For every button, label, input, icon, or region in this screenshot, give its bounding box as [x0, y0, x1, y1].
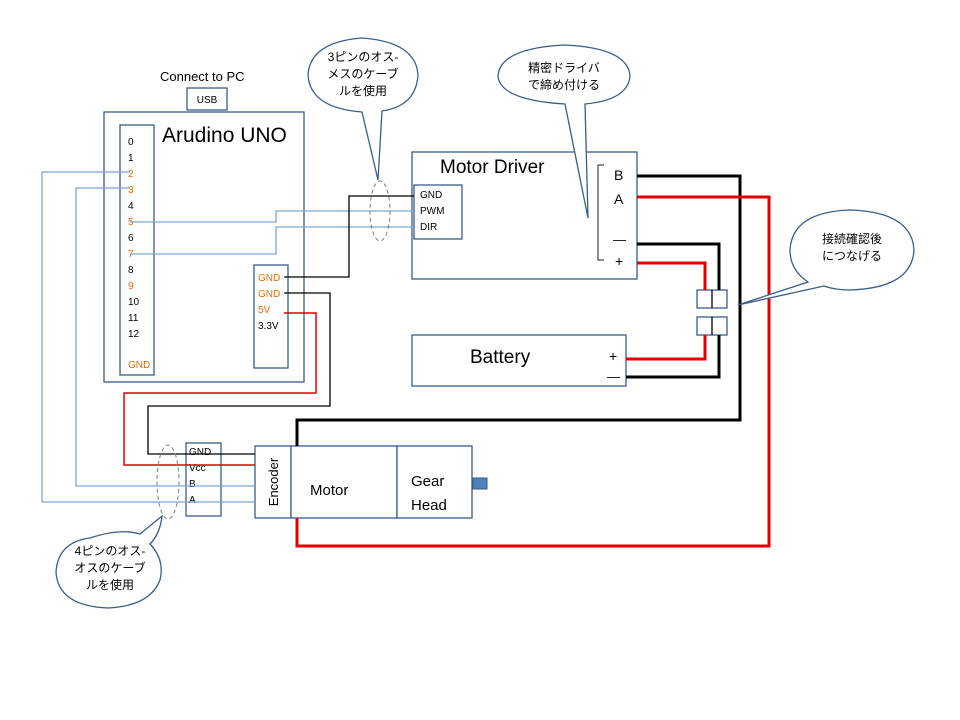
callout-cable3-line1: 3ピンのオス- — [328, 50, 399, 64]
wire-pin7-to-dir — [130, 226, 414, 255]
callout-cable3-line2: メスのケーブ — [327, 66, 398, 81]
wire-pin2-to-encA — [41, 171, 255, 503]
callout-screwdriver — [497, 44, 631, 219]
driver-out-b: B — [614, 167, 623, 183]
callout-connect-after — [737, 209, 915, 306]
gear-label-line2: Head — [411, 497, 447, 514]
motor-label: Motor — [310, 482, 348, 499]
wire-driver-minus — [637, 242, 721, 290]
enc-pin-a: A — [189, 495, 196, 506]
gear-head-block — [396, 445, 473, 519]
wire-pin5-to-pwm — [130, 210, 414, 223]
wire-pin3-to-encB — [75, 187, 255, 487]
callout-screwdriver-line1: 精密ドライバ — [528, 60, 600, 75]
driver-input-pwm: PWM — [420, 206, 444, 217]
encoder-connector — [185, 442, 222, 517]
driver-out-a: A — [614, 191, 624, 207]
wire-driverA-to-motor — [295, 195, 771, 548]
driver-input-terminal — [413, 184, 463, 240]
power-pin-header — [253, 264, 289, 369]
callout-cable4-line1: 4ピンのオス- — [75, 544, 146, 558]
wire-driver-plus — [637, 261, 707, 290]
cable4-ellipse — [156, 444, 180, 520]
callout-cable3-line3: ルを使用 — [339, 83, 387, 98]
power-pin-3-3v-3: 3.3V — [258, 321, 279, 332]
wire-driverB-to-motor — [295, 174, 742, 446]
battery-title: Battery — [470, 347, 531, 368]
digital-pin-8: 8 — [128, 265, 134, 276]
callout-connect-after-line2: につなげる — [822, 249, 882, 263]
driver-input-dir: DIR — [420, 222, 437, 233]
wire-battery-plus — [626, 335, 707, 361]
callout-connect-after-line1: 接続確認後 — [822, 231, 882, 246]
driver-input-gnd: GND — [420, 190, 442, 201]
battery-plus: + — [609, 348, 617, 364]
usb-label: USB — [197, 95, 218, 106]
enc-pin-vcc: Vcc — [189, 463, 206, 474]
encoder-label: Encoder — [266, 457, 281, 506]
enc-pin-b: B — [189, 479, 196, 490]
digital-pin-header — [119, 124, 155, 376]
digital-pin-6: 6 — [128, 233, 134, 244]
digital-pin-2: 2 — [128, 169, 134, 180]
callout-cable4-line2: オスのケーブ — [74, 560, 145, 575]
driver-out-plus: + — [615, 253, 623, 269]
encoder-block — [254, 445, 292, 519]
digital-pin-12: 12 — [128, 329, 140, 340]
gear-label-line1: Gear — [411, 473, 444, 490]
arduino-title: Arudino UNO — [162, 124, 287, 147]
callout-cable4 — [55, 514, 163, 609]
motor-driver-title: Motor Driver — [440, 157, 545, 178]
output-shaft — [472, 477, 488, 490]
wire-gnd-to-driver — [284, 195, 414, 278]
power-pin-5v-2: 5V — [258, 305, 271, 316]
wire-5v-to-vcc — [123, 312, 317, 466]
connect-to-pc-label: Connect to PC — [160, 69, 245, 84]
usb-port — [186, 87, 228, 111]
driver-output-bracket — [597, 164, 604, 261]
power-pin-gnd-1: GND — [258, 289, 280, 300]
digital-pin-9: 9 — [128, 281, 134, 292]
enc-pin-gnd: GND — [189, 447, 211, 458]
digital-pin-4: 4 — [128, 201, 134, 212]
cable3-ellipse — [369, 180, 391, 242]
digital-pin-0: 0 — [128, 137, 134, 148]
callout-cable3 — [307, 37, 419, 181]
callout-screwdriver-line2: で締め付ける — [528, 77, 600, 92]
driver-out-minus: — — [613, 232, 626, 247]
power-pin-gnd-0: GND — [258, 273, 280, 284]
wire-gnd-to-encoder — [147, 292, 331, 455]
battery-minus: — — [607, 369, 620, 384]
digital-pin-1: 1 — [128, 153, 134, 164]
digital-pin-3: 3 — [128, 185, 134, 196]
power-pin-labels: GND GND 5V 3.3V — [258, 273, 280, 332]
digital-pin-10: 10 — [128, 297, 140, 308]
wire-battery-minus — [626, 335, 721, 379]
digital-gnd-label: GND — [128, 360, 150, 371]
digital-pin-11: 11 — [128, 313, 139, 324]
callout-cable4-line3: ルを使用 — [86, 577, 134, 592]
